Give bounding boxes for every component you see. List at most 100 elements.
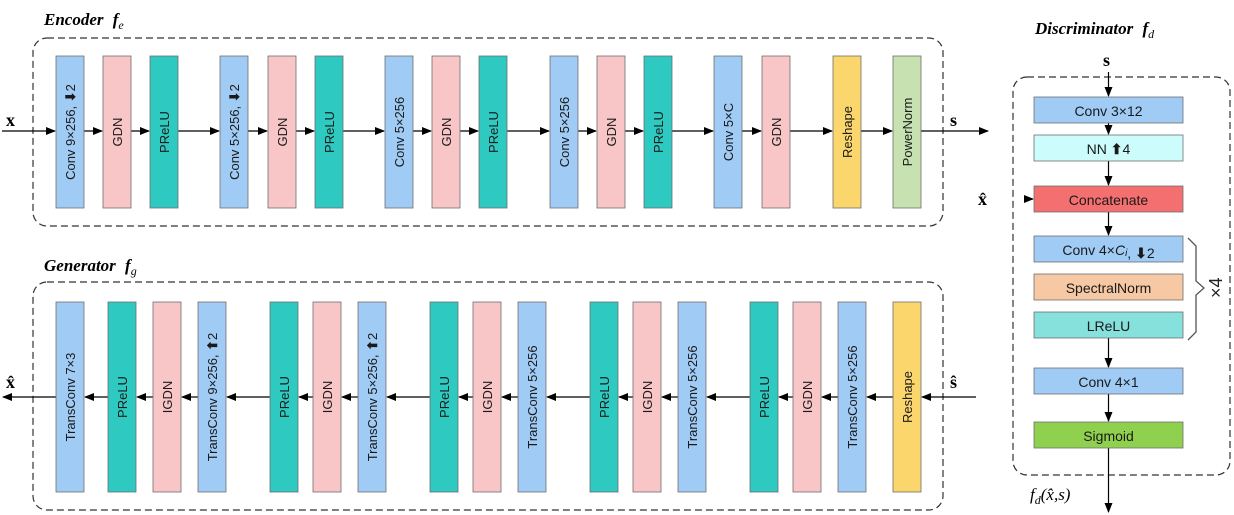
generator-block-rect — [429, 301, 459, 493]
generator-input-label: ŝ — [950, 372, 957, 392]
generator-block-label: TransConv 7×3 — [63, 353, 78, 442]
generator-block-rect — [837, 301, 867, 493]
generator-block-transconv-7-3: TransConv 7×3 — [55, 301, 85, 493]
encoder-block-gdn: GDN — [431, 55, 461, 209]
encoder-block-powernorm: PowerNorm — [892, 55, 922, 209]
generator-block-label: IGDN — [160, 381, 175, 414]
upsample-arrow-icon: ⬆ — [1111, 141, 1123, 157]
generator-block-label: TransConv 5×256 — [845, 345, 860, 448]
downsample-arrow-icon: ⬇ — [227, 91, 242, 102]
generator-block-label: PReLU — [277, 376, 292, 418]
encoder-block-rect — [892, 55, 922, 209]
generator-block-prelu: PReLU — [269, 301, 299, 493]
generator-block-igdn: IGDN — [152, 301, 182, 493]
generator-block-rect — [312, 301, 342, 493]
encoder-block-gdn: GDN — [267, 55, 297, 209]
encoder-block-label: GDN — [110, 118, 125, 147]
encoder-block-rect — [832, 55, 862, 209]
discriminator-block-label: SpectralNorm — [1066, 280, 1152, 296]
encoder-block-prelu: PReLU — [314, 55, 344, 209]
generator-block-prelu: PReLU — [429, 301, 459, 493]
discriminator-block-rect — [1033, 421, 1184, 449]
encoder-block-prelu: PReLU — [149, 55, 179, 209]
discriminator-section: Discriminator fd s x̂ fd(x̂,s) ×4 Conv 3… — [978, 19, 1231, 513]
encoder-block-prelu: PReLU — [643, 55, 673, 209]
generator-block-prelu: PReLU — [749, 301, 779, 493]
generator-block-igdn: IGDN — [632, 301, 662, 493]
encoder-block-rect — [713, 55, 743, 209]
discriminator-block-rect — [1033, 134, 1184, 162]
discriminator-block-label: Conv 4×1 — [1078, 374, 1139, 390]
encoder-block-gdn: GDN — [761, 55, 791, 209]
discriminator-block-label: Sigmoid — [1083, 428, 1134, 444]
repeat-count: ×4 — [1206, 277, 1226, 298]
encoder-block-rect — [431, 55, 461, 209]
generator-block-igdn: IGDN — [472, 301, 502, 493]
encoder-block-rect — [102, 55, 132, 209]
generator-block-rect — [589, 301, 619, 493]
generator-block-transconv-5-256: TransConv 5×256 — [677, 301, 707, 493]
encoder-block-label: Conv 5×256 — [392, 97, 407, 167]
discriminator-block-nn-4: NN ⬆4 — [1033, 134, 1184, 162]
encoder-block-gdn: GDN — [102, 55, 132, 209]
discriminator-block-concatenate: Concatenate — [1033, 185, 1184, 213]
encoder-block-label: GDN — [604, 118, 619, 147]
upsample-arrow-icon: ⬆ — [365, 340, 380, 351]
discriminator-block-rect — [1033, 367, 1184, 395]
encoder-block-rect — [478, 55, 508, 209]
encoder-block-rect — [596, 55, 626, 209]
discriminator-block-rect — [1033, 311, 1184, 339]
generator-block-rect — [152, 301, 182, 493]
generator-block-rect — [517, 301, 547, 493]
generator-block-label: IGDN — [320, 381, 335, 414]
encoder-block-prelu: PReLU — [478, 55, 508, 209]
encoder-frame — [32, 37, 944, 227]
generator-block-igdn: IGDN — [312, 301, 342, 493]
generator-title: Generator fg — [44, 256, 137, 278]
encoder-block-label: GDN — [439, 118, 454, 147]
generator-block-rect — [792, 301, 822, 493]
generator-block-prelu: PReLU — [107, 301, 137, 493]
generator-frame — [32, 281, 944, 511]
generator-block-prelu: PReLU — [589, 301, 619, 493]
generator-block-label: IGDN — [480, 381, 495, 414]
downsample-arrow-icon: ⬇ — [1135, 245, 1147, 261]
encoder-block-rect — [384, 55, 414, 209]
generator-block-rect — [677, 301, 707, 493]
generator-block-transconv-9-256-2: TransConv 9×256, ⬆2 — [197, 301, 227, 493]
discriminator-block-sigmoid: Sigmoid — [1033, 421, 1184, 449]
encoder-block-rect — [219, 55, 249, 209]
encoder-block-rect — [643, 55, 673, 209]
discriminator-input-label: s — [1103, 50, 1110, 70]
discriminator-block-spectralnorm: SpectralNorm — [1033, 273, 1184, 301]
encoder-block-label: GDN — [769, 118, 784, 147]
encoder-block-label: PReLU — [157, 111, 172, 153]
generator-block-label: PReLU — [597, 376, 612, 418]
upsample-arrow-icon: ⬆ — [205, 340, 220, 351]
generator-block-label: TransConv 5×256 — [525, 345, 540, 448]
discriminator-block-label: Concatenate — [1069, 192, 1149, 208]
encoder-block-label: Conv 5×256 — [557, 97, 572, 167]
generator-block-rect — [892, 301, 922, 493]
generator-block-rect — [472, 301, 502, 493]
encoder-block-label: GDN — [275, 118, 290, 147]
generator-block-label: Reshape — [900, 371, 915, 423]
encoder-block-label: Conv 9×256, ⬇2 — [63, 84, 78, 180]
encoder-block-conv-5-c: Conv 5×C — [713, 55, 743, 209]
discriminator-block-label: Conv 3×12 — [1074, 103, 1142, 119]
encoder-block-rect — [55, 55, 85, 209]
discriminator-title: Discriminator fd — [1034, 19, 1155, 41]
encoder-block-gdn: GDN — [596, 55, 626, 209]
encoder-block-rect — [761, 55, 791, 209]
discriminator-frame — [1012, 76, 1231, 476]
encoder-block-label: PReLU — [486, 111, 501, 153]
generator-block-label: TransConv 5×256, ⬆2 — [365, 333, 380, 462]
generator-block-rect — [632, 301, 662, 493]
generator-block-igdn: IGDN — [792, 301, 822, 493]
encoder-title: Encoder fe — [43, 10, 124, 32]
